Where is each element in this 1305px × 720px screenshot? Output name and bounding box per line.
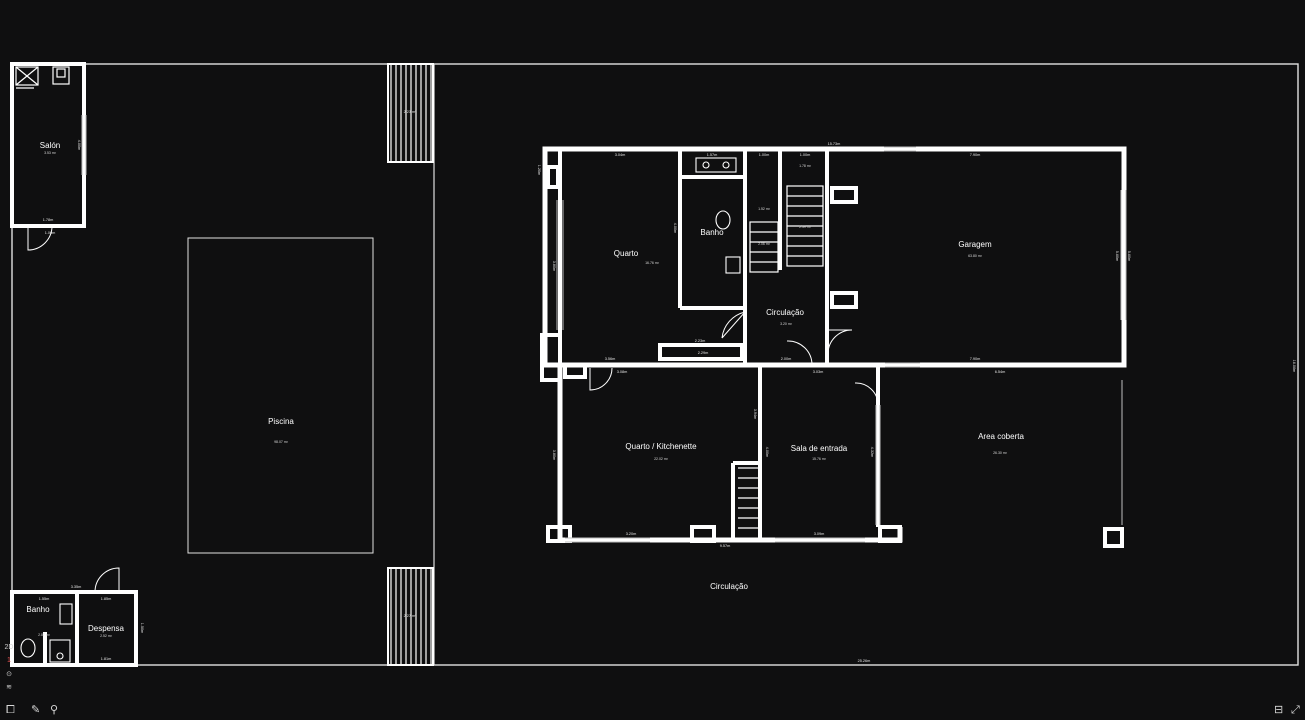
dim-overall-height: 16.06m <box>1292 360 1296 373</box>
doors[interactable] <box>589 311 879 406</box>
dim-garagem-top: 7.90m <box>970 153 981 157</box>
room-label-banho-pool: Banho <box>26 605 50 614</box>
dim-quarto-inner-side: 4.00m <box>673 223 677 234</box>
room-area-area-coberta: 26.30 m² <box>993 451 1008 455</box>
dim-salon-side: 4.00m <box>77 140 81 151</box>
room-label-circulacao-int: Circulação <box>766 308 804 317</box>
house-stair <box>738 185 824 529</box>
service-block-walls <box>10 590 138 667</box>
dim-despensa-side: 1.50m <box>140 623 144 634</box>
dim-stair-b: 2.27 m² <box>404 614 418 618</box>
dim-salon-door: 1.00m <box>45 231 56 235</box>
stair-top <box>387 63 434 163</box>
room-label-piscina: Piscina <box>268 417 294 426</box>
room-area-circulacao-int: 3.20 m² <box>780 322 793 326</box>
dim-circ-w4: 3.03m <box>813 370 824 374</box>
pin-icon[interactable]: ⚲ <box>50 704 59 716</box>
dim-banho-pool-top: 1.55m <box>39 597 50 601</box>
dim-sala-right: 4.32m <box>870 447 874 458</box>
house-walls <box>542 146 1127 543</box>
dim-circ-w1: 2.23m <box>695 339 706 343</box>
dim-sala-side: 4.00m <box>765 447 769 458</box>
dim-overall-width: 25.26m <box>858 659 871 663</box>
dim-qk-bottom: 3.20m <box>626 532 637 536</box>
dim-circ-top: 1.00m <box>759 153 770 157</box>
room-area-quarto: 16.76 m² <box>645 261 660 265</box>
dim-salon-bottom: 1.78m <box>43 218 54 222</box>
house-interior-walls <box>540 149 1124 548</box>
fit-view-icon[interactable]: ⧠ <box>6 704 15 716</box>
dim-garagem-side: 5.60m <box>1127 251 1131 262</box>
room-label-area-coberta: Area coberta <box>978 432 1024 441</box>
fullscreen-icon[interactable]: ⤢ <box>1291 704 1300 716</box>
room-area-despensa: 2.52 m² <box>100 634 113 638</box>
dim-banho-top: 1.57m <box>707 153 718 157</box>
dim-area-cob-top: 6.54m <box>995 370 1006 374</box>
room-area-stair-1: 1.52 m² <box>758 207 771 211</box>
room-area-stair-2: 2.06 m² <box>758 242 771 246</box>
room-label-banho: Banho <box>700 228 724 237</box>
room-area-salon: 3.53 m² <box>44 151 57 155</box>
room-label-salon: Salón <box>40 141 60 150</box>
dim-stair-top: 1.00m <box>800 153 811 157</box>
pool-outline <box>187 237 374 554</box>
dim-despensa-bottom: 1.81m <box>101 657 112 661</box>
room-label-circulacao-ext: Circulação <box>710 582 748 591</box>
stair-bottom <box>387 567 434 666</box>
room-area-stair-4: 2.39 m² <box>799 225 812 229</box>
level-indicator[interactable]: 1 <box>7 657 11 664</box>
dim-qk-side: 3.80m <box>552 450 556 461</box>
view-toggle-icon[interactable]: ⊟ <box>1274 704 1284 716</box>
dim-garagem-inner: 5.60m <box>1115 251 1119 262</box>
dim-despensa-top: 1.85m <box>101 597 112 601</box>
dim-pool-top: 3.35m <box>71 585 82 589</box>
windows <box>81 115 1127 543</box>
dim-qk-inner: 3.94m <box>753 409 757 420</box>
dim-circ-w2: 2.00m <box>781 357 792 361</box>
service-block-fixtures <box>20 603 73 663</box>
dim-circ-w3: 2.29m <box>698 351 709 355</box>
room-area-piscina: 98.07 m² <box>274 440 289 444</box>
dim-stair-a: 2.23 m² <box>404 110 418 114</box>
room-area-sala-entrada: 15.76 m² <box>812 457 827 461</box>
room-label-quarto: Quarto <box>614 249 639 258</box>
room-area-stair-3: 1.78 m² <box>799 164 812 168</box>
dim-house-bottom: 9.57m <box>720 544 731 548</box>
view-2d-button[interactable]: 2D <box>4 644 14 651</box>
dim-house-width: 15.73m <box>828 142 841 146</box>
dim-qk-top1: 3.56m <box>605 357 616 361</box>
salon-fixtures <box>15 66 70 89</box>
layers-icon[interactable]: ≋ <box>6 684 12 691</box>
room-label-quarto-kitchenette: Quarto / Kitchenette <box>625 442 697 451</box>
salon-walls <box>10 62 86 228</box>
bathroom-fixtures <box>695 157 741 274</box>
room-area-banho-pool: 2.87 m² <box>38 633 51 637</box>
salon-door[interactable] <box>27 225 53 251</box>
draw-icon[interactable]: ✎ <box>31 704 41 716</box>
dim-quarto-side: 3.80m <box>552 261 556 272</box>
room-label-despensa: Despensa <box>88 624 125 633</box>
dim-left-small: 1.20m <box>537 165 541 176</box>
dim-garagem-bottom: 7.90m <box>970 357 981 361</box>
despensa-door[interactable] <box>94 567 120 593</box>
dim-qk-top2: 3.08m <box>617 370 628 374</box>
room-area-quarto-kitchenette: 22.02 m² <box>654 457 669 461</box>
dim-sala-bottom: 3.09m <box>814 532 825 536</box>
property-boundary <box>11 63 1299 666</box>
room-label-garagem: Garagem <box>958 240 992 249</box>
dim-quarto-top: 3.04m <box>615 153 626 157</box>
room-label-sala-entrada: Sala de entrada <box>791 444 848 453</box>
room-area-garagem: 63.80 m² <box>968 254 983 258</box>
compass-icon[interactable]: ⊙ <box>6 671 12 678</box>
